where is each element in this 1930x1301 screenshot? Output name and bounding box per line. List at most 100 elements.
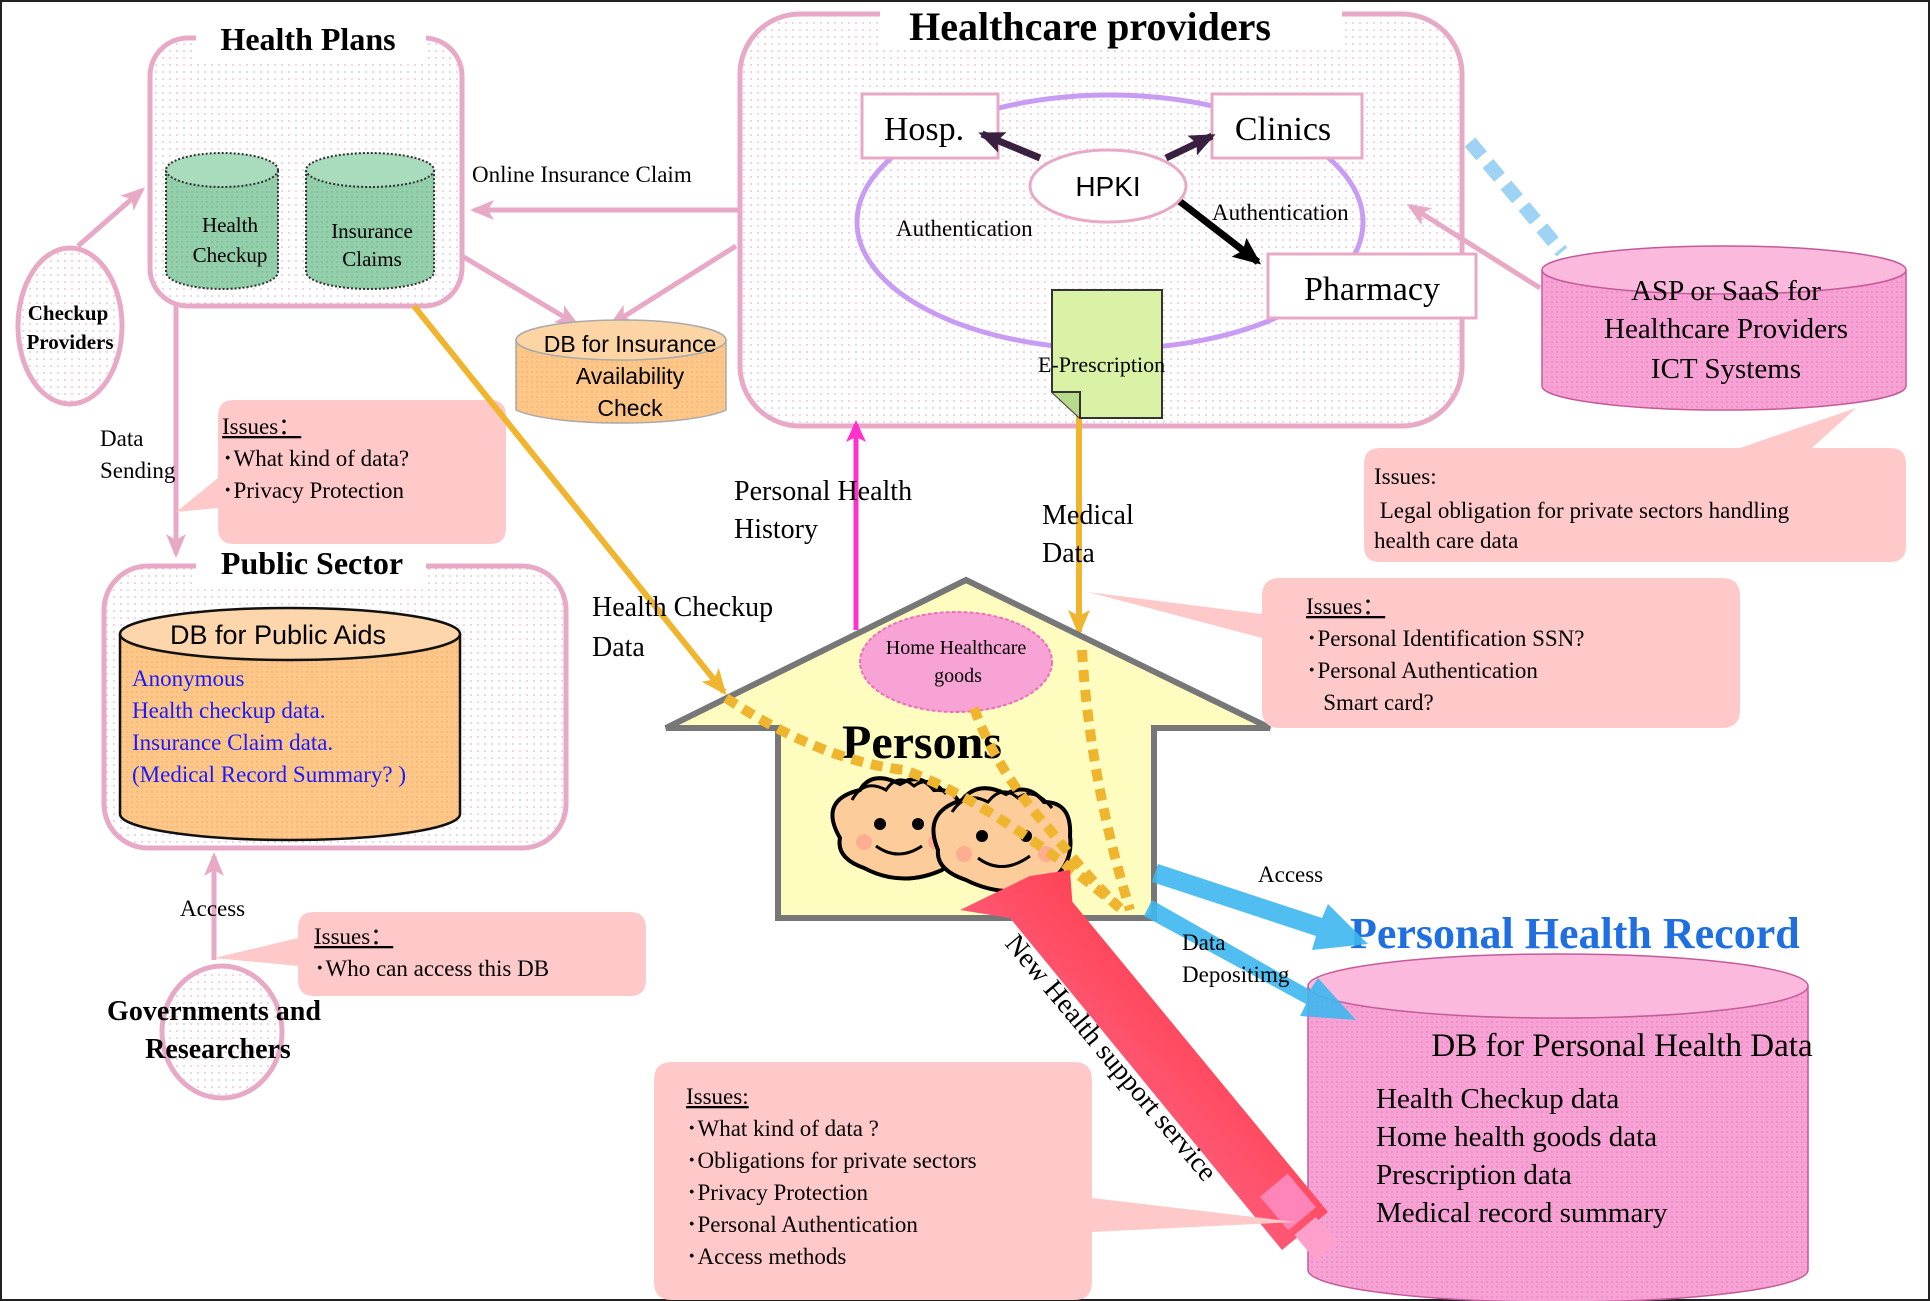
medical-data-line2: Data	[1042, 538, 1095, 569]
issues-bottom-callout: Issues: ･What kind of data ? ･Obligation…	[654, 1062, 1296, 1300]
issues-bottom-line2: ･Obligations for private sectors	[686, 1148, 977, 1173]
db-public-aids-title: DB for Public Aids	[170, 620, 386, 650]
db-insurance-claims: Insurance Claims	[305, 152, 435, 290]
issues-legal-line2: health care data	[1374, 528, 1518, 553]
e-prescription-label: E-Prescription	[1038, 352, 1165, 377]
db-public-aids-line2: Health checkup data.	[132, 698, 326, 723]
db-insurance-check-line3: Check	[597, 395, 663, 421]
data-sending-line1: Data	[100, 426, 143, 451]
persons-title: Persons	[842, 716, 1002, 769]
hpki-node: HPKI	[1028, 148, 1188, 224]
db-public-aids: DB for Public Aids Anonymous Health chec…	[118, 606, 462, 842]
pharmacy-label: Pharmacy	[1304, 271, 1440, 308]
gold-dashed-flow-left	[723, 693, 1124, 912]
issues-privacy-line2: ･Privacy Protection	[222, 478, 405, 503]
issues-legal-title: Issues:	[1374, 464, 1437, 489]
data-depositing-arrow	[1144, 900, 1356, 1020]
access-arrow	[1152, 864, 1368, 950]
checkup-providers-line2: Providers	[26, 330, 113, 354]
medical-data-line1: Medical	[1042, 500, 1134, 531]
issues-bottom-title: Issues:	[686, 1084, 749, 1109]
providers-to-insurance-check-arrow	[608, 243, 738, 327]
db-health-checkup-line2: Checkup	[193, 243, 268, 267]
authentication-right-label: Authentication	[1212, 200, 1349, 225]
db-insurance-check-line1: DB for Insurance	[544, 331, 717, 357]
db-health-checkup-line1: Health	[202, 213, 258, 237]
persons-house	[664, 576, 1272, 921]
phr-db-title: DB for Personal Health Data	[1431, 1028, 1813, 1064]
authentication-left-label: Authentication	[896, 216, 1033, 241]
hpki-to-clinics-arrow	[1164, 132, 1216, 162]
phr-title: Personal Health Record	[1350, 909, 1800, 958]
issues-access-line1: ･Who can access this DB	[314, 956, 549, 981]
asp-saas-line2: Healthcare Providers	[1604, 313, 1848, 345]
hpki-label: HPKI	[1075, 171, 1140, 202]
plans-to-insurance-check-arrow	[460, 253, 580, 327]
pharmacy-node: Pharmacy	[1266, 252, 1478, 320]
issues-privacy-title: Issues：	[222, 414, 301, 439]
access-label: Access	[1258, 862, 1323, 887]
e-prescription-document: E-Prescription	[1038, 289, 1165, 419]
db-insurance-claims-line2: Claims	[342, 247, 402, 271]
health-checkup-data-arrow	[411, 304, 727, 696]
issues-bottom-line5: ･Access methods	[686, 1244, 846, 1269]
phr-db-line3: Prescription data	[1376, 1159, 1572, 1191]
governments-node: Governments and Researchers	[107, 963, 321, 1101]
personal-health-history-line2: History	[734, 514, 818, 545]
saas-to-providers-arrow	[1406, 203, 1542, 291]
hosp-node: Hosp.	[860, 92, 1000, 160]
data-depositing-line2: Depositimg	[1182, 962, 1290, 987]
hosp-label: Hosp.	[884, 111, 964, 148]
checkup-providers-line1: Checkup	[28, 301, 109, 325]
checkup-providers-node: Checkup Providers	[15, 245, 125, 407]
saas-link-dashes	[1464, 137, 1568, 257]
asp-saas-db: ASP or SaaS for Healthcare Providers ICT…	[1541, 245, 1907, 411]
home-goods-node: Home Healthcare goods	[859, 611, 1053, 713]
asp-saas-line3: ICT Systems	[1651, 353, 1801, 385]
checkup-to-plans-arrow	[76, 187, 146, 248]
issues-identification-line2: ･Personal Authentication	[1306, 658, 1538, 683]
clinics-label: Clinics	[1235, 111, 1331, 148]
phr-db-line1: Health Checkup data	[1376, 1083, 1619, 1115]
personal-health-history-line1: Personal Health	[734, 476, 912, 507]
data-depositing-line1: Data	[1182, 930, 1225, 955]
issues-identification-callout: Issues： ･Personal Identification SSN? ･P…	[1088, 578, 1740, 728]
db-insurance-claims-line1: Insurance	[331, 219, 413, 243]
issues-identification-title: Issues：	[1306, 594, 1385, 619]
db-public-aids-line3: Insurance Claim data.	[132, 730, 333, 755]
issues-access-title: Issues：	[314, 924, 393, 949]
asp-saas-line1: ASP or SaaS for	[1631, 275, 1821, 307]
db-health-checkup: Health Checkup	[165, 152, 279, 290]
db-public-aids-line1: Anonymous	[132, 666, 245, 691]
gold-dashed-flow-medical	[1077, 649, 1135, 912]
data-sending-line2: Sending	[100, 458, 176, 483]
issues-bottom-line1: ･What kind of data ?	[686, 1116, 879, 1141]
issues-privacy-callout: Issues： ･What kind of data? ･Privacy Pro…	[176, 400, 506, 544]
issues-bottom-line3: ･Privacy Protection	[686, 1180, 869, 1205]
hpki-to-hosp-arrow	[978, 130, 1042, 162]
gov-access-label: Access	[180, 896, 245, 921]
issues-legal-callout: Issues: Legal obligation for private sec…	[1364, 408, 1906, 562]
health-checkup-data-line2: Data	[592, 632, 645, 663]
issues-access-callout: Issues： ･Who can access this DB	[214, 912, 646, 996]
healthcare-providers-title: Healthcare providers	[909, 4, 1271, 49]
health-checkup-data-line1: Health Checkup	[592, 592, 773, 623]
issues-legal-line1: Legal obligation for private sectors han…	[1374, 498, 1790, 523]
db-insurance-check-line2: Availability	[576, 363, 685, 389]
governments-line2: Researchers	[145, 1034, 291, 1065]
gold-dashed-flow-goods	[969, 706, 1124, 912]
home-goods-line2: goods	[934, 665, 982, 687]
online-claim-label: Online Insurance Claim	[472, 162, 692, 187]
health-plans-title: Health Plans	[220, 21, 395, 57]
issues-identification-line1: ･Personal Identification SSN?	[1306, 626, 1585, 651]
home-goods-line1: Home Healthcare	[886, 637, 1027, 659]
phr-db: DB for Personal Health Data Health Check…	[1307, 953, 1813, 1301]
phr-db-line2: Home health goods data	[1376, 1121, 1657, 1153]
phr-db-line4: Medical record summary	[1376, 1197, 1668, 1229]
issues-identification-line3: Smart card?	[1306, 690, 1434, 715]
hpki-to-pharmacy-arrow	[1175, 197, 1262, 265]
db-public-aids-line4: (Medical Record Summary? )	[132, 762, 406, 787]
issues-privacy-line1: ･What kind of data?	[222, 446, 409, 471]
public-sector-title: Public Sector	[221, 545, 403, 581]
